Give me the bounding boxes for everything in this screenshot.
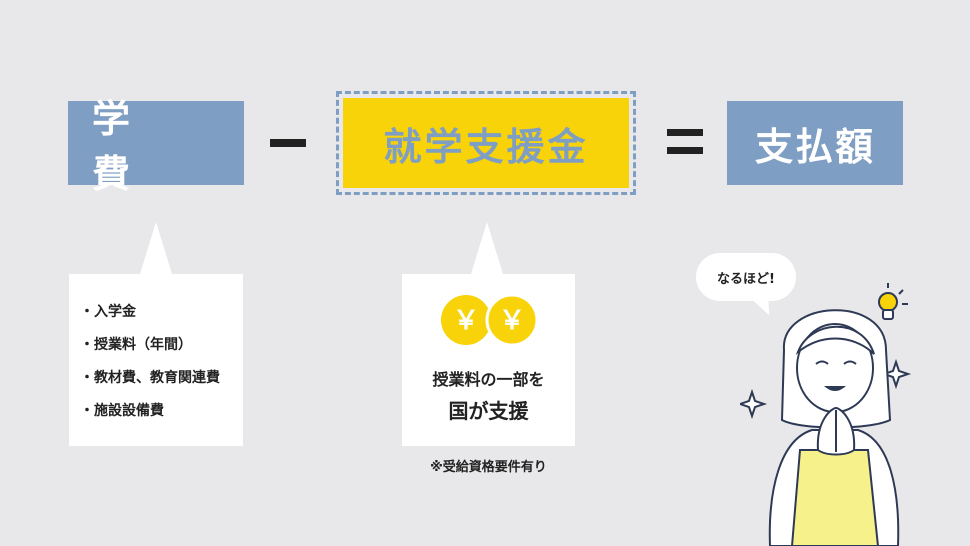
tuition-box: 学 費 xyxy=(68,97,244,196)
payment-box: 支払額 xyxy=(727,101,903,185)
support-fund-box: 就学支援金 xyxy=(336,91,636,195)
support-callout-pointer xyxy=(471,222,503,274)
equals-operator xyxy=(667,129,703,157)
payment-label: 支払額 xyxy=(754,124,875,169)
speech-bubble: なるほど! xyxy=(696,253,796,301)
tuition-items-list: ・入学金 ・授業料（年間） ・教材費、教育関連費 ・施設設備費 xyxy=(80,302,220,434)
speech-text: なるほど! xyxy=(717,271,775,287)
support-line-1: 授業料の一部を xyxy=(432,370,545,389)
student-illustration xyxy=(740,283,912,546)
list-item: ・入学金 xyxy=(80,304,136,320)
lightbulb-icon xyxy=(878,283,908,320)
coin-symbol: ￥ xyxy=(453,306,479,336)
eligibility-note: ※受給資格要件有り xyxy=(430,460,547,475)
support-line-2: 国が支援 xyxy=(448,399,529,423)
tuition-label: 学 費 xyxy=(92,97,217,196)
coin-symbol: ￥ xyxy=(499,306,525,336)
support-callout xyxy=(402,274,575,446)
sparkle-icon xyxy=(880,358,912,390)
support-fund-label: 就学支援金 xyxy=(383,124,589,169)
list-item: ・授業料（年間） xyxy=(80,337,192,353)
yen-coin-icon: ￥ ￥ xyxy=(441,294,539,346)
tuition-callout-pointer xyxy=(140,222,172,274)
list-item: ・施設設備費 xyxy=(80,403,164,419)
minus-operator xyxy=(270,139,306,147)
list-item: ・教材費、教育関連費 xyxy=(80,370,220,386)
tuition-callout xyxy=(69,274,243,446)
support-description: 授業料の一部を 国が支援 xyxy=(402,368,575,426)
support-fund-fill: 就学支援金 xyxy=(343,98,629,188)
sparkle-icon xyxy=(740,388,768,420)
